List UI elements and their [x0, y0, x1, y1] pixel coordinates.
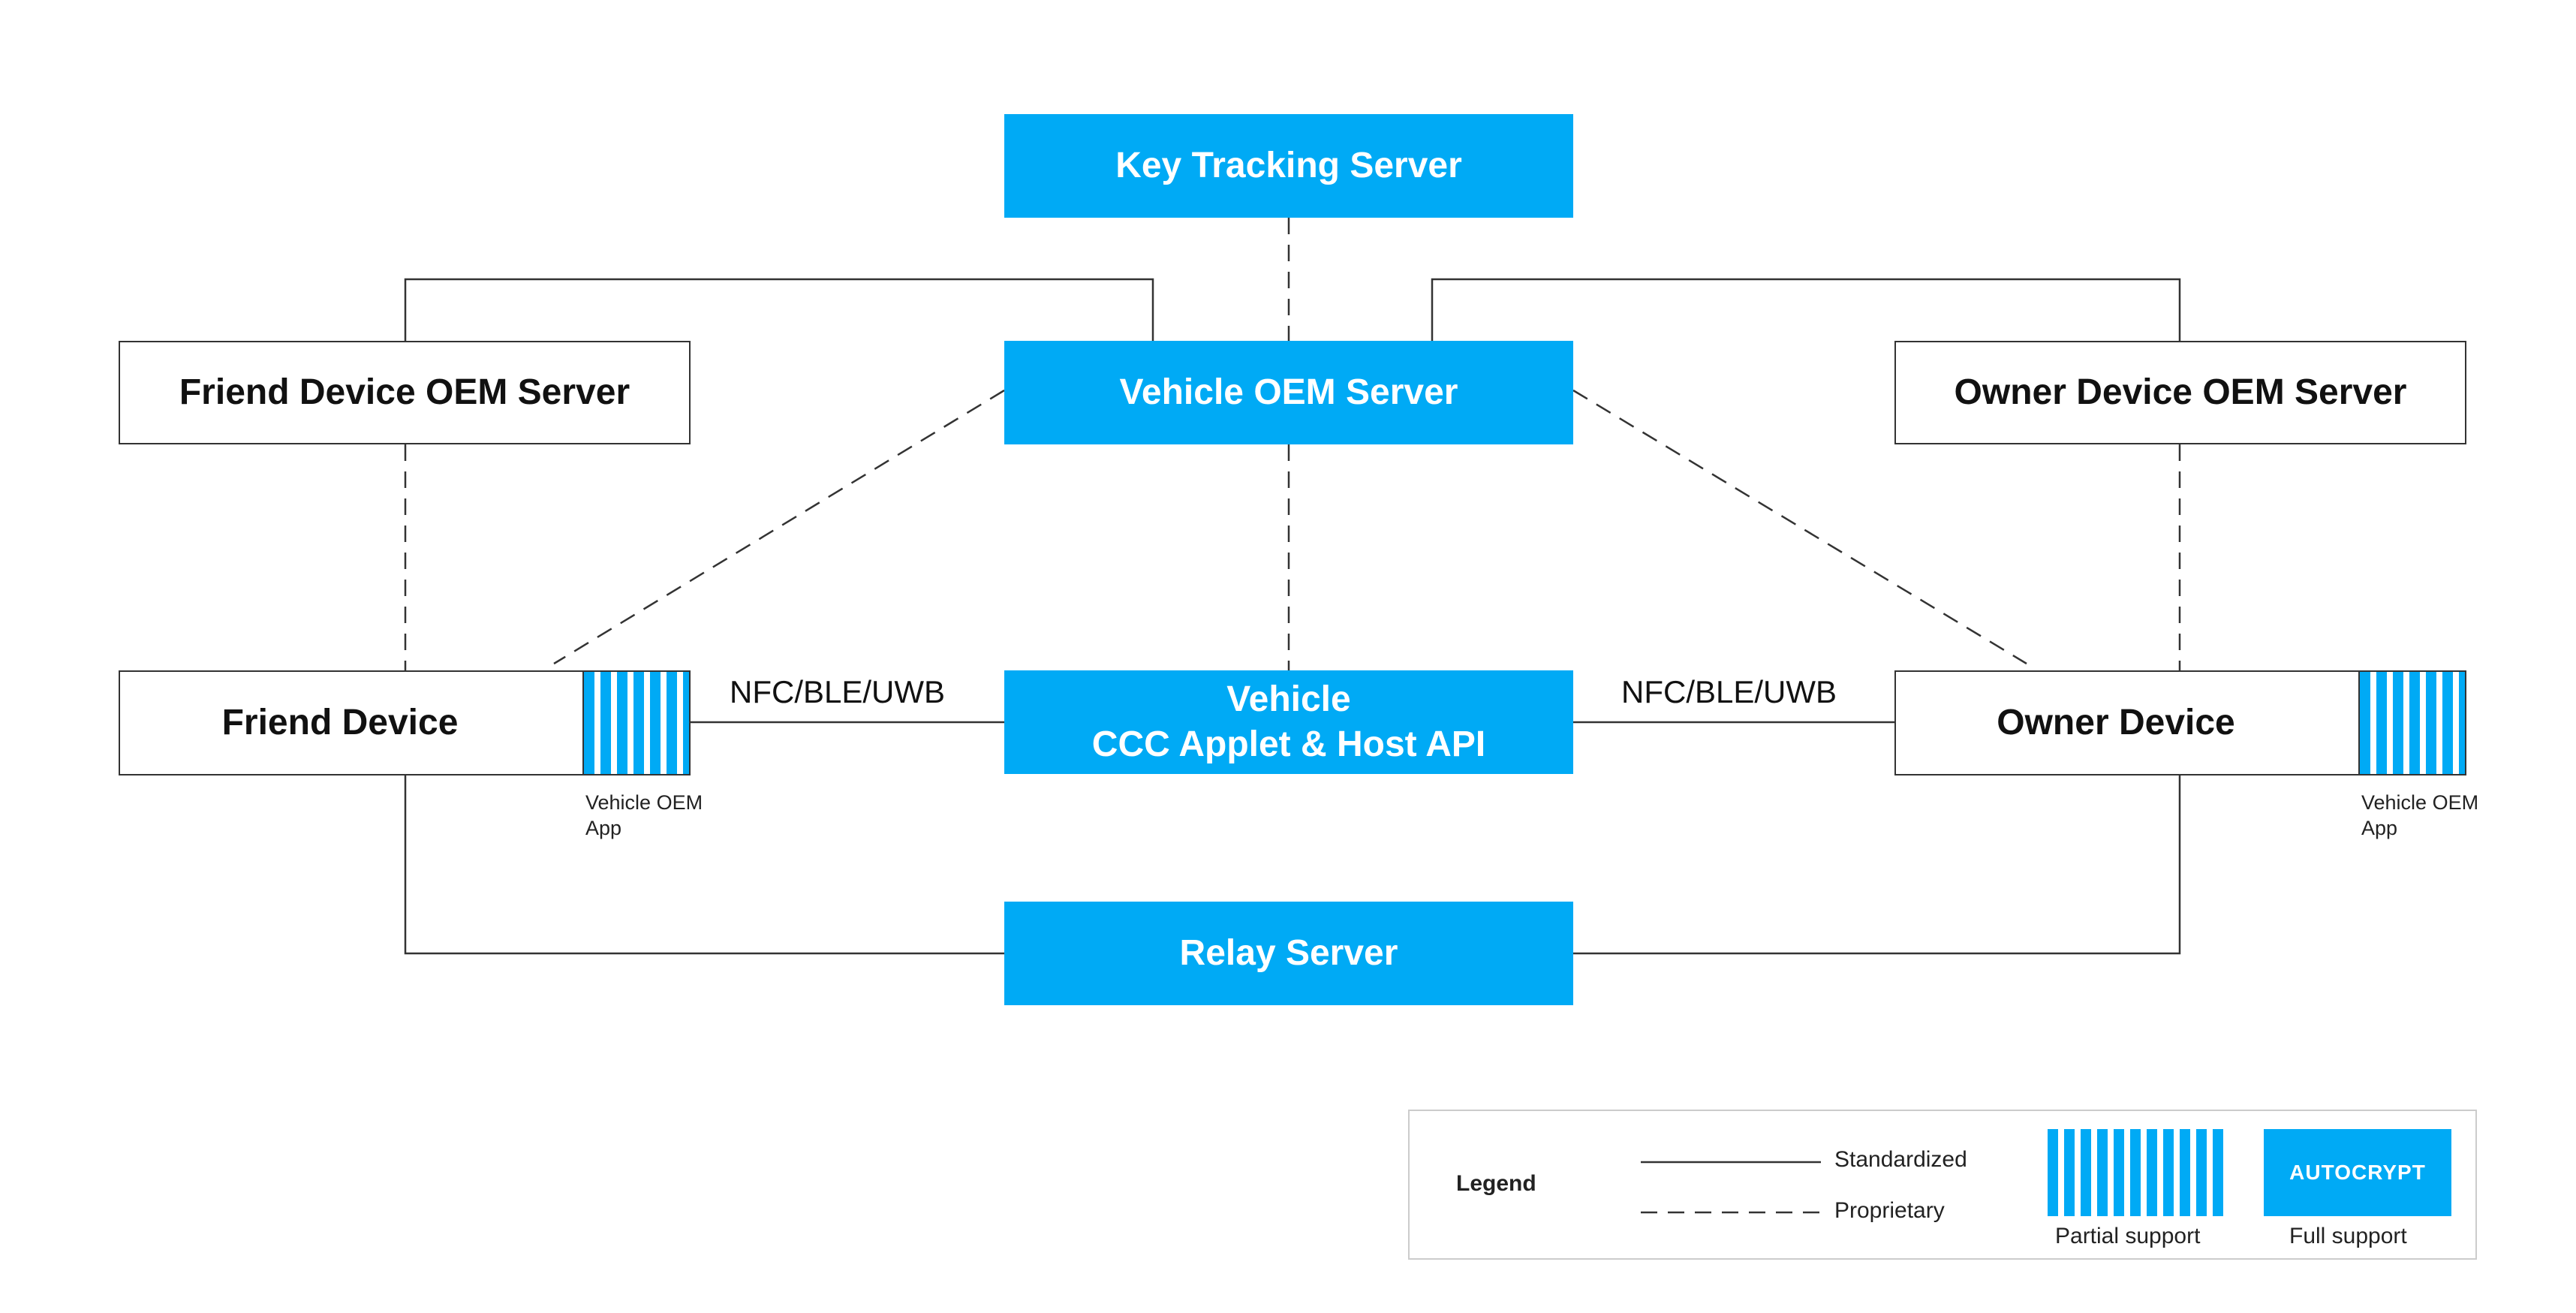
- legend: Legend Standardized Proprietary Partial …: [1408, 1110, 2477, 1260]
- link-vehicle-oem-to-friend-device: [553, 389, 1005, 665]
- app-caption-line1: Vehicle OEM: [585, 791, 703, 814]
- link-vehicle-oem-to-owner-device: [1572, 389, 2027, 665]
- relay-server: Relay Server: [1004, 902, 1573, 1005]
- friend-device: Friend Device: [119, 670, 691, 775]
- owner-app-caption: Vehicle OEM App: [2361, 790, 2478, 841]
- owner-device-oem-server: Owner Device OEM Server: [1894, 341, 2466, 444]
- link-owner-oem-to-vehicle-oem: [1431, 278, 2181, 341]
- ccc-applet-label: CCC Applet & Host API: [1091, 724, 1486, 764]
- vehicle-ccc-applet: Vehicle CCC Applet & Host API: [1004, 670, 1573, 774]
- proprietary-label: Proprietary: [1834, 1198, 1945, 1223]
- owner-device-label: Owner Device: [1997, 703, 2235, 742]
- relay-server-label: Relay Server: [1179, 933, 1398, 973]
- autocrypt-badge-label: AUTOCRYPT: [2289, 1161, 2426, 1184]
- key-tracking-server: Key Tracking Server: [1004, 114, 1573, 218]
- friend-app-caption: Vehicle OEM App: [585, 790, 703, 841]
- standardized-label: Standardized: [1834, 1147, 1967, 1172]
- link-relay-to-owner-device: [1573, 775, 2181, 955]
- vehicle-oem-app-partial-support: [582, 672, 689, 774]
- standardized-line-sample: [1641, 1161, 1821, 1164]
- app-caption-line2: App: [585, 817, 622, 839]
- app-caption-line2: App: [2361, 817, 2398, 839]
- partial-support-label: Partial support: [2055, 1224, 2201, 1248]
- key-tracking-server-label: Key Tracking Server: [1115, 146, 1462, 185]
- vehicle-oem-app-partial-support: [2358, 672, 2465, 774]
- full-support-swatch: AUTOCRYPT: [2264, 1129, 2451, 1216]
- link-friend-device-to-relay: [404, 775, 1004, 955]
- vehicle-oem-server: Vehicle OEM Server: [1004, 341, 1573, 444]
- full-support-label: Full support: [2289, 1224, 2407, 1248]
- friend-device-oem-server-label: Friend Device OEM Server: [179, 372, 630, 412]
- right-protocol-label: NFC/BLE/UWB: [1621, 674, 1837, 709]
- friend-device-label: Friend Device: [221, 703, 459, 742]
- friend-device-oem-server: Friend Device OEM Server: [119, 341, 691, 444]
- vehicle-label: Vehicle: [1226, 679, 1351, 719]
- link-friend-oem-to-vehicle-oem: [404, 278, 1154, 341]
- partial-support-swatch: [2048, 1129, 2228, 1216]
- app-caption-line1: Vehicle OEM: [2361, 791, 2479, 814]
- vehicle-oem-server-label: Vehicle OEM Server: [1119, 372, 1458, 412]
- proprietary-line-sample: [1641, 1211, 1821, 1214]
- owner-device: Owner Device: [1894, 670, 2466, 775]
- legend-title: Legend: [1456, 1171, 1536, 1196]
- left-protocol-label: NFC/BLE/UWB: [730, 674, 946, 709]
- owner-device-oem-server-label: Owner Device OEM Server: [1954, 372, 2407, 412]
